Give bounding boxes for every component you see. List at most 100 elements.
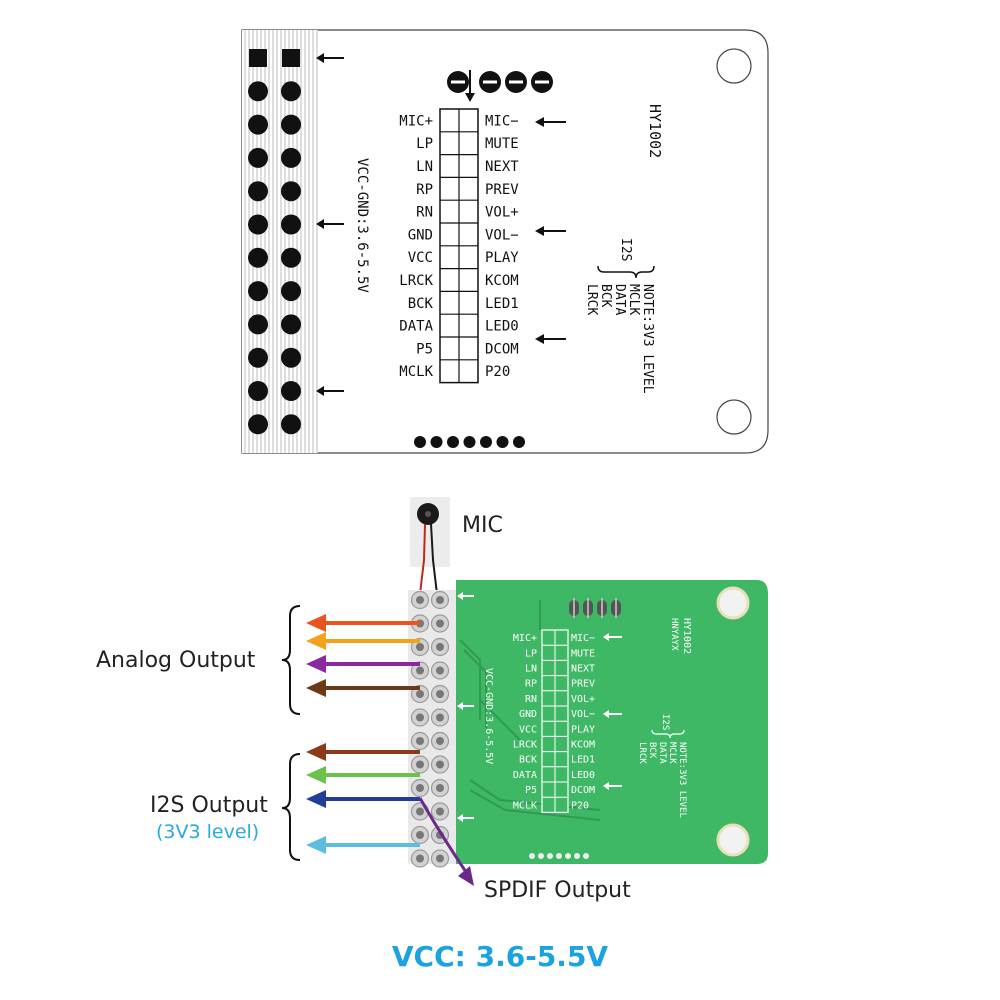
round-pad bbox=[281, 281, 301, 302]
output-arrow bbox=[306, 766, 420, 784]
pcb-right-pin-label: DCOM bbox=[571, 785, 595, 796]
pcb-arrow bbox=[603, 633, 622, 641]
header-pin-hole bbox=[436, 643, 444, 651]
pcb-right-pin-label: MIC− bbox=[571, 633, 595, 644]
pin-arrow bbox=[535, 334, 566, 344]
vcc-range-label: VCC: 3.6-5.5V bbox=[392, 940, 609, 973]
pad-dot bbox=[447, 436, 459, 448]
pcb-model-text: HY1002 bbox=[681, 618, 692, 654]
header-pin-hole bbox=[436, 737, 444, 745]
pcb-i2s-brace bbox=[651, 729, 685, 739]
round-pad bbox=[248, 347, 268, 368]
pcb-i2s-tag: I2S bbox=[660, 714, 670, 730]
pcb-left-pin-label: LP bbox=[525, 648, 537, 659]
left-pin-label: MCLK bbox=[399, 364, 433, 380]
pcb-left-pin-label: BCK bbox=[519, 755, 537, 766]
model-text: HY1002 bbox=[646, 104, 664, 158]
pad-dot bbox=[463, 436, 476, 448]
pcb-note-line: LRCK bbox=[637, 742, 647, 764]
pcb-right-pin-label: VOL+ bbox=[571, 694, 595, 705]
round-pad bbox=[281, 314, 301, 335]
mic-wire-black bbox=[430, 523, 438, 595]
pad-dot bbox=[430, 436, 443, 448]
right-pin-labels: MIC−MUTENEXTPREVVOL+VOL−PLAYKCOMLED1LED0… bbox=[485, 113, 519, 380]
pcb-arrow bbox=[457, 702, 474, 710]
note-line: DATA bbox=[612, 284, 627, 315]
pcb-right-pin-label: LED0 bbox=[571, 770, 595, 781]
round-pad bbox=[281, 181, 301, 202]
round-pad bbox=[281, 114, 301, 135]
bottom-board-photo: MIC VCC-GND:3.6-5.5V bbox=[408, 497, 768, 868]
pcb-arrow bbox=[457, 592, 474, 600]
pcb-note-line: BCK bbox=[647, 742, 657, 759]
note-line: MCLK bbox=[626, 284, 641, 315]
right-pin-label: LED0 bbox=[485, 319, 519, 335]
round-pad bbox=[281, 81, 301, 102]
right-pin-label: P20 bbox=[485, 364, 510, 380]
round-pad bbox=[281, 381, 301, 401]
round-pad bbox=[248, 381, 268, 401]
pcb-pad-dot bbox=[556, 853, 562, 859]
pcb-pad-dot bbox=[574, 853, 580, 859]
output-arrow bbox=[306, 614, 420, 632]
pcb-mount-hole bbox=[716, 586, 750, 620]
header-pin-hole bbox=[416, 713, 424, 722]
header-pin-hole bbox=[436, 713, 444, 722]
pcb-left-pin-label: VCC bbox=[519, 724, 537, 735]
pcb-pin-header bbox=[410, 590, 450, 868]
pcb-right-pin-label: PLAY bbox=[571, 724, 595, 735]
pcb bbox=[408, 580, 768, 864]
right-pin-label: VOL+ bbox=[485, 205, 519, 221]
left-pin-label: LRCK bbox=[399, 273, 433, 289]
pcb-model-sub: HNYAYX bbox=[669, 618, 679, 651]
pcb-pad-dot bbox=[547, 853, 553, 859]
mic-label: MIC bbox=[462, 513, 503, 538]
pcb-left-pin-label: MCLK bbox=[513, 800, 537, 811]
pcb-left-pin-label: P5 bbox=[525, 785, 537, 796]
round-pad bbox=[248, 181, 268, 202]
pcb-arrow bbox=[603, 710, 622, 718]
pad-dot bbox=[480, 436, 492, 448]
left-pin-label: MIC+ bbox=[399, 113, 433, 129]
header-pin-hole bbox=[436, 596, 444, 604]
i2s-output-brace bbox=[281, 753, 301, 861]
pcb-arrow bbox=[457, 814, 474, 822]
right-pin-label: KCOM bbox=[485, 273, 519, 289]
pcb-pad-dot bbox=[565, 853, 571, 859]
output-arrow bbox=[306, 743, 420, 761]
pin-arrow bbox=[316, 53, 344, 63]
output-arrow bbox=[306, 790, 420, 808]
round-pad bbox=[281, 347, 301, 368]
pin-arrow bbox=[535, 117, 566, 127]
right-pin-label: PLAY bbox=[485, 250, 519, 266]
top-board-drawing: VCC-GND:3.6-5.5V MIC+LPLNRPRNGNDVCCLRCKB… bbox=[241, 29, 769, 454]
pin-arrow bbox=[535, 226, 566, 236]
header-pin-hole bbox=[436, 666, 444, 675]
output-arrow bbox=[306, 655, 420, 673]
header-pin-hole bbox=[416, 831, 424, 839]
header-pin-hole bbox=[416, 596, 424, 604]
pcb-left-pin-label: LRCK bbox=[513, 740, 537, 751]
header-pin-hole bbox=[436, 854, 444, 863]
pad-dot bbox=[513, 436, 525, 448]
round-pad bbox=[248, 414, 268, 435]
header-pin-hole bbox=[416, 760, 424, 769]
left-pin-label: BCK bbox=[408, 296, 434, 312]
note-line: BCK bbox=[598, 284, 613, 308]
output-arrows bbox=[306, 614, 474, 886]
output-arrow bbox=[306, 836, 420, 854]
round-pad bbox=[248, 314, 268, 335]
round-pad bbox=[281, 247, 301, 268]
pcb-right-pin-label: NEXT bbox=[571, 664, 595, 675]
pcb-right-pin-label: VOL− bbox=[571, 709, 595, 720]
header-pin-hole bbox=[416, 737, 424, 745]
note-line: LRCK bbox=[584, 284, 599, 315]
pcb-left-pin-label: DATA bbox=[513, 770, 537, 781]
mic-wire-red bbox=[419, 523, 426, 595]
pad-dot bbox=[496, 436, 509, 448]
i2s-tag: I2S bbox=[618, 238, 633, 261]
pcb-note-line: MCLK bbox=[667, 742, 677, 764]
